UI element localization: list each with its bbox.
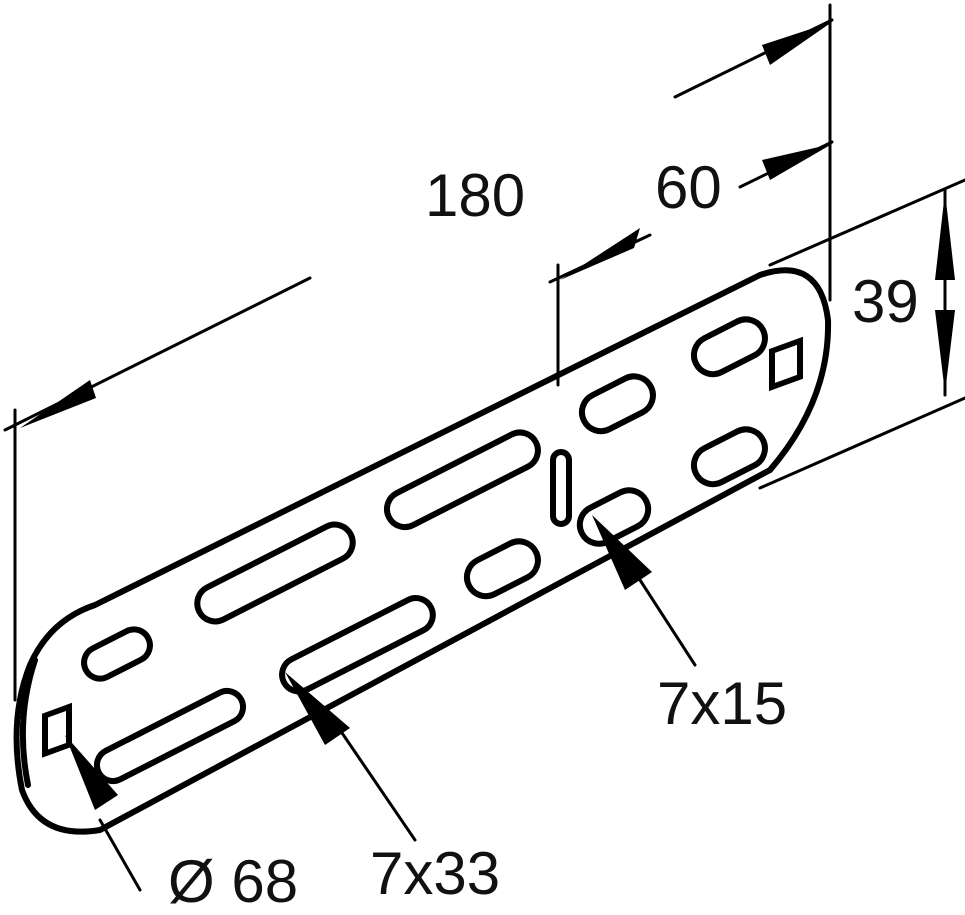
callout-round-hole: Ø 68 [168, 848, 299, 915]
dimension-height: 39 [852, 268, 919, 335]
plate-holes [42, 316, 803, 785]
dimension-end-spacing: 60 [655, 154, 722, 221]
dimension-overall-length: 180 [425, 162, 526, 229]
dimension-arrows [20, 22, 955, 428]
callout-long-slot: 7x33 [370, 840, 501, 907]
callout-short-slot: 7x15 [657, 670, 788, 737]
plate-body [13, 267, 832, 835]
callout-leaders [65, 515, 697, 892]
